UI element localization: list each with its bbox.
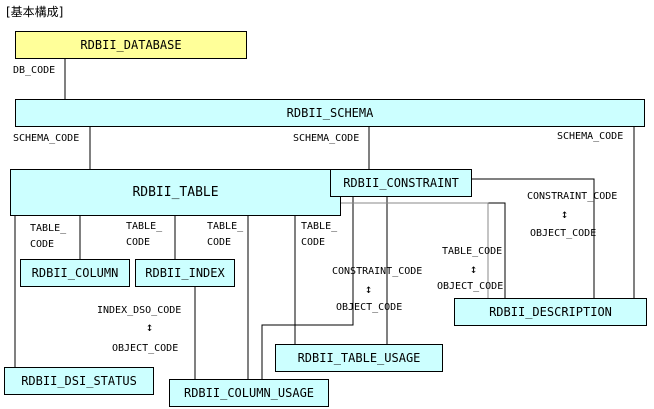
page-title: [基本構成] [6,5,64,19]
table-description: RDBII_DESCRIPTION [454,298,647,326]
label-table-code-4: TABLE_ CODE [301,221,338,248]
table-dsi-status: RDBII_DSI_STATUS [4,367,154,395]
table-column-usage: RDBII_COLUMN_USAGE [169,379,329,407]
bidirectional-arrow-icon: ↕ [561,207,569,221]
label-schema-code-1: SCHEMA_CODE [13,133,80,144]
table-schema: RDBII_SCHEMA [15,99,645,127]
label-object-code-center: OBJECT_CODE [336,302,403,313]
table-table-usage: RDBII_TABLE_USAGE [275,344,443,372]
table-index: RDBII_INDEX [135,259,235,287]
table-constraint: RDBII_CONSTRAINT [330,169,472,197]
table-table: RDBII_TABLE [10,169,341,216]
label-object-code-right: OBJECT_CODE [530,228,597,239]
label-constraint-code-right: CONSTRAINT_CODE [527,191,618,202]
label-index-dso-code: INDEX_DSO_CODE [97,305,182,316]
table-database: RDBII_DATABASE [15,31,247,59]
bidirectional-arrow-icon: ↕ [470,262,478,276]
bidirectional-arrow-icon: ↕ [365,282,373,296]
label-table-code-3: TABLE_ CODE [207,221,244,248]
label-object-code-left: OBJECT_CODE [112,343,179,354]
label-schema-code-3: SCHEMA_CODE [557,131,624,142]
label-db-code: DB_CODE [13,65,56,76]
label-object-code-mid: OBJECT_CODE [437,281,504,292]
label-table-code-1: TABLE_ CODE [30,223,67,250]
bidirectional-arrow-icon: ↕ [146,320,154,334]
label-table-code-mid: TABLE_CODE [442,246,503,257]
link-table-description-grey [340,202,489,298]
label-table-code-2: TABLE_ CODE [126,221,163,248]
label-schema-code-2: SCHEMA_CODE [293,133,360,144]
label-constraint-code-center: CONSTRAINT_CODE [332,266,423,277]
link-constraint-description [471,178,595,298]
table-column: RDBII_COLUMN [20,259,130,287]
link-table-table-usage-alt [261,192,354,379]
